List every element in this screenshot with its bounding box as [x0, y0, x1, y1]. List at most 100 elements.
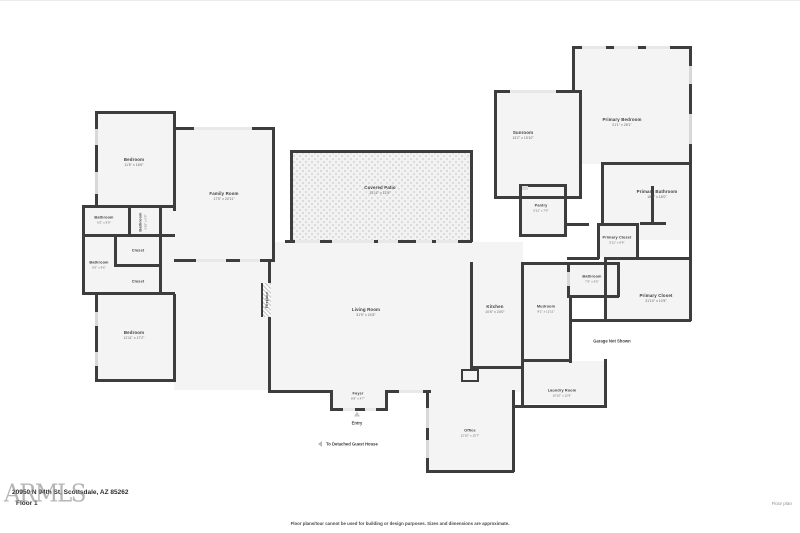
- counter: [461, 380, 479, 382]
- wall: [114, 264, 162, 267]
- room-fill-foyer: [330, 390, 386, 409]
- room-fill-primary-closet-sm: [599, 225, 637, 257]
- wall: [470, 366, 524, 369]
- wall: [114, 236, 117, 266]
- wall: [173, 111, 176, 131]
- wall: [521, 262, 524, 368]
- window: [689, 114, 692, 144]
- wall: [604, 257, 607, 321]
- window: [95, 312, 98, 326]
- wall: [572, 46, 582, 49]
- wall: [385, 390, 399, 393]
- wall: [82, 292, 118, 295]
- footer-corner-note: Floor plan: [771, 501, 792, 506]
- wall: [95, 366, 98, 381]
- wall: [604, 359, 607, 407]
- pantry-door: [522, 186, 528, 190]
- room-fill-bedroom-nw: [95, 113, 174, 215]
- wall: [82, 236, 85, 294]
- wall: [601, 162, 604, 225]
- wall: [597, 223, 639, 226]
- wall: [272, 127, 275, 167]
- disclaimer-text: Floor plans/tour cannot be used for buil…: [290, 521, 510, 526]
- door: [567, 272, 570, 286]
- wall: [426, 428, 429, 440]
- wall: [355, 408, 365, 411]
- window: [196, 259, 226, 262]
- wall: [173, 131, 176, 211]
- wall: [567, 295, 619, 298]
- room-fill-closet-upper: [116, 235, 161, 265]
- entry-note: Entry: [351, 420, 363, 426]
- wall: [426, 470, 514, 473]
- wall: [376, 408, 388, 411]
- window: [95, 352, 98, 366]
- window: [436, 240, 458, 243]
- room-fill-covered-patio: [290, 152, 470, 242]
- wall: [95, 145, 98, 172]
- wall: [174, 127, 194, 130]
- window: [426, 440, 429, 458]
- wall: [494, 196, 582, 199]
- wall: [128, 205, 131, 236]
- wall: [512, 405, 524, 408]
- window: [240, 259, 260, 262]
- wall: [494, 90, 497, 198]
- guest-house-arrow-icon: [318, 441, 322, 447]
- garage-note: Garage Not Shown: [593, 338, 631, 344]
- window: [378, 240, 398, 243]
- wall: [374, 240, 378, 243]
- wall: [261, 283, 263, 317]
- wall: [519, 234, 567, 237]
- wall: [426, 390, 429, 408]
- wall: [567, 257, 599, 260]
- wall: [130, 234, 175, 237]
- room-fill-office: [428, 390, 512, 471]
- room-fill-bathroom-sw: [82, 235, 116, 294]
- wall: [82, 205, 85, 236]
- wall: [95, 111, 98, 129]
- room-fill-bedroom-sw: [95, 294, 174, 380]
- wall: [252, 127, 274, 130]
- wall: [689, 46, 692, 66]
- wall: [519, 184, 567, 187]
- wall: [385, 390, 388, 410]
- wall: [290, 150, 293, 242]
- room-fill-primary-bedroom: [573, 48, 690, 164]
- window: [582, 46, 606, 49]
- wall: [579, 90, 582, 198]
- wall: [567, 223, 589, 226]
- room-fill-family-room: [174, 128, 274, 261]
- wall: [116, 292, 175, 295]
- wall: [638, 46, 646, 49]
- room-fill-pantry: [521, 186, 565, 234]
- counter: [477, 369, 479, 381]
- window: [365, 408, 376, 411]
- wall: [470, 188, 473, 242]
- room-fill-living-upper: [174, 261, 270, 390]
- wall: [272, 167, 275, 262]
- wall: [512, 390, 515, 472]
- wall: [651, 186, 654, 224]
- wall: [226, 259, 240, 262]
- room-fill-bathroom-mid: [130, 205, 161, 235]
- wall: [285, 240, 295, 243]
- wall: [521, 405, 607, 408]
- wall: [174, 259, 196, 262]
- wall: [640, 222, 666, 225]
- window: [295, 240, 320, 243]
- room-fill-laundry-room: [523, 361, 606, 404]
- window: [95, 129, 98, 145]
- guest-house-note: To Detached Guest House: [326, 441, 378, 447]
- wall: [494, 90, 510, 93]
- wall: [95, 379, 176, 382]
- room-fill-bathroom-nw: [82, 205, 130, 235]
- floor-label: Floor 1: [16, 500, 38, 507]
- fireplace-hatch: [262, 283, 271, 317]
- wall: [689, 164, 692, 258]
- entry-marker-icon: [354, 411, 360, 417]
- wall: [268, 262, 271, 392]
- wall: [95, 294, 98, 312]
- wall: [604, 319, 691, 322]
